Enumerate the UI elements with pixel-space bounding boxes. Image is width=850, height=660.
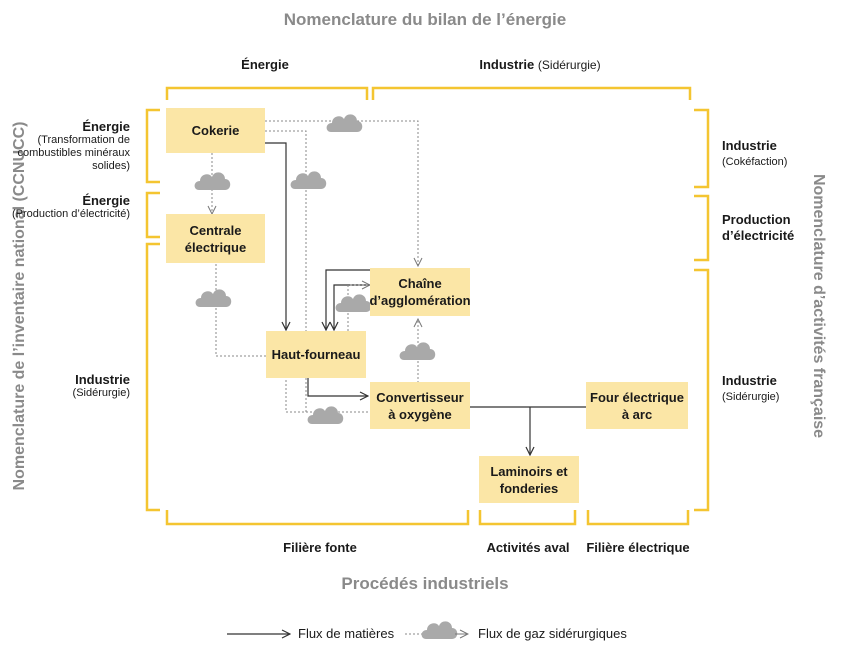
cloud-icon xyxy=(399,342,436,360)
right-label-cokefaction: Industrie (Cokéfaction) xyxy=(722,138,832,170)
node-centrale-electrique: Centrale électrique xyxy=(166,214,265,263)
legend-materials-label: Flux de matières xyxy=(298,626,395,641)
bottom-group-electrique: Filière électrique xyxy=(586,540,690,555)
bracket-left-centrale xyxy=(145,191,160,239)
gas-cokerie-convertisseur xyxy=(265,130,307,412)
flow-cokerie-haut-fourneau xyxy=(265,142,286,330)
bottom-group-fonte: Filière fonte xyxy=(283,540,357,555)
node-haut-fourneau: Haut-fourneau xyxy=(266,331,366,378)
diagram-title-bottom: Procédés industriels xyxy=(341,574,509,593)
right-label-industrie: Industrie (Sidérurgie) xyxy=(722,373,832,405)
top-group-industrie-sub: (Sidérurgie) xyxy=(537,58,601,72)
right-label-sub: (Sidérurgie) xyxy=(722,391,780,403)
cloud-icon xyxy=(195,289,232,307)
bracket-lines xyxy=(145,86,710,526)
legend-cloud-icon xyxy=(421,621,458,639)
diagram-title-top: Nomenclature du bilan de l’énergie xyxy=(283,10,567,29)
cloud-icon xyxy=(335,294,372,312)
bracket-right-production xyxy=(694,194,710,262)
bottom-group-aval: Activités aval xyxy=(486,540,570,555)
bracket-right-cokefaction xyxy=(694,108,710,189)
left-label-sub: (Transformation de combustibles minéraux… xyxy=(17,134,131,172)
flow-haut-fourneau-convertisseur xyxy=(307,378,368,396)
flow-chaine-haut-fourneau-a xyxy=(326,269,370,330)
right-label-title: Industrie xyxy=(722,373,777,388)
right-label-title: Industrie xyxy=(722,138,777,153)
bracket-left-cokerie xyxy=(145,108,160,184)
bracket-bottom-electrique xyxy=(586,510,690,526)
left-label-energie-transformation: Énergie (Transformation de combustibles … xyxy=(10,119,131,173)
bracket-left-industrie xyxy=(145,242,160,512)
left-label-sub: (Production d’électricité) xyxy=(12,208,130,220)
bracket-right-industrie xyxy=(694,268,710,512)
node-laminoirs: Laminoirs et fonderies xyxy=(479,456,579,503)
left-label-energie-production: Énergie (Production d’électricité) xyxy=(10,193,130,221)
top-group-industrie: Industrie (Sidérurgie) xyxy=(450,57,630,72)
bracket-bottom-aval xyxy=(478,510,577,526)
bracket-top-industrie xyxy=(371,86,692,100)
left-label-title: Industrie xyxy=(75,372,130,387)
right-label-title: Production d’électricité xyxy=(722,212,795,243)
cloud-icon xyxy=(290,171,327,189)
top-group-industrie-title: Industrie xyxy=(479,57,535,72)
node-chaine-agglomeration: Chaîne d’agglomération xyxy=(369,268,471,316)
right-label-sub: (Cokéfaction) xyxy=(722,156,788,168)
right-label-production: Production d’électricité xyxy=(722,212,802,244)
left-label-title: Énergie xyxy=(82,193,130,208)
left-label-sub: (Sidérurgie) xyxy=(72,387,130,399)
left-label-industrie: Industrie (Sidérurgie) xyxy=(10,372,130,400)
node-convertisseur: Convertisseur à oxygène xyxy=(370,382,470,429)
left-label-title: Énergie xyxy=(82,119,130,134)
gas-haut-fourneau-centrale xyxy=(215,263,266,357)
node-cokerie: Cokerie xyxy=(166,108,265,153)
bracket-bottom-fonte xyxy=(165,510,470,526)
legend-gas-label: Flux de gaz sidérurgiques xyxy=(478,626,627,641)
gas-haut-fourneau-chaine xyxy=(347,285,370,331)
bracket-top-energie xyxy=(165,86,369,100)
cloud-icon xyxy=(326,114,363,132)
top-group-energie: Énergie xyxy=(241,57,289,72)
node-four-electrique: Four électrique à arc xyxy=(586,382,688,429)
cloud-icon xyxy=(307,406,344,424)
gas-cokerie-chaine xyxy=(265,120,418,266)
